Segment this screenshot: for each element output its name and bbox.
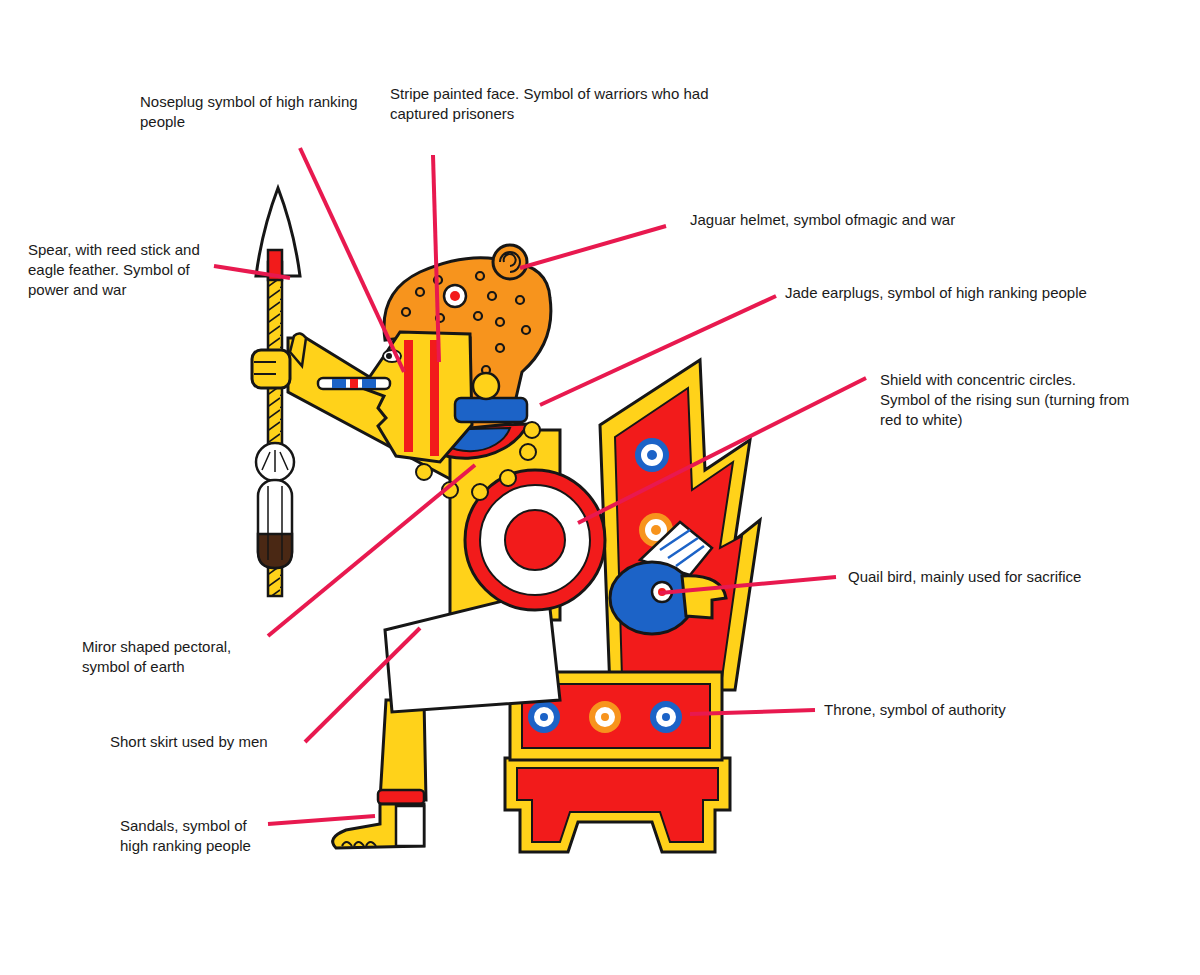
shield-ring (480, 485, 590, 595)
label-slot: Shield with concentric circles. Symbol o… (880, 370, 1130, 430)
spear-ball-lines (262, 450, 288, 472)
throne-disc (540, 713, 548, 721)
callout-label: Throne, symbol of authority (824, 700, 1124, 720)
leader-line (268, 816, 375, 824)
throne-disc (592, 704, 618, 730)
callout-label: Jaguar helmet, symbol ofmagic and war (690, 210, 1010, 230)
label-slot: Noseplug symbol of high ranking people (140, 92, 380, 132)
quail-beak (682, 576, 726, 618)
leader-line (660, 577, 836, 593)
callout-label: Jade earplugs, symbol of high ranking pe… (785, 283, 1165, 303)
quail-head (610, 562, 694, 634)
eagle-feather-lines (268, 486, 282, 560)
eagle-feather (258, 480, 292, 568)
jade-earplug (473, 373, 499, 399)
face (362, 332, 472, 462)
bead (524, 422, 540, 438)
leader-line (305, 628, 420, 742)
label-slot: Short skirt used by men (110, 732, 300, 752)
leader-line (520, 226, 666, 268)
callout-label: Spear, with reed stick and eagle feather… (28, 240, 200, 300)
bead (472, 484, 488, 500)
jaguar-eye (450, 291, 460, 301)
throne-base (505, 758, 730, 852)
throne-disc (647, 450, 657, 460)
leader-line (690, 710, 815, 714)
foot (333, 804, 424, 848)
shield-ring (465, 470, 605, 610)
label-slot: Throne, symbol of authority (824, 700, 1124, 720)
noseplug-band (332, 379, 346, 388)
throne-disc (601, 713, 609, 721)
jaguar-eye (444, 285, 466, 307)
sandal (396, 806, 424, 846)
collar (455, 398, 527, 422)
throne-disc (638, 441, 666, 469)
shield-center (505, 510, 565, 570)
toes (342, 842, 376, 846)
face-stripe (404, 340, 413, 452)
leader-line (300, 148, 404, 372)
label-slot: Stripe painted face. Symbol of warriors … (390, 84, 720, 124)
fist (252, 350, 290, 388)
throne-back (600, 360, 760, 690)
throne-disc (653, 704, 679, 730)
leader-lines (214, 148, 866, 824)
jaguar-ear (493, 245, 527, 279)
callout-label: Shield with concentric circles. Symbol o… (880, 370, 1130, 430)
bead (500, 470, 516, 486)
callout-label: Short skirt used by men (110, 732, 300, 752)
label-slot: Jaguar helmet, symbol ofmagic and war (690, 210, 1010, 230)
callout-label: Quail bird, mainly used for sacrifice (848, 567, 1168, 587)
fist-lines (254, 362, 276, 374)
noseplug-band (350, 379, 358, 388)
bead (520, 444, 536, 460)
quail-feather-lines (660, 530, 704, 566)
throne-back-panel (615, 388, 742, 678)
label-slot: Sandals, symbol of high ranking people (120, 816, 270, 856)
leg (380, 700, 426, 800)
callout-label: Stripe painted face. Symbol of warriors … (390, 84, 720, 124)
leader-line (433, 155, 439, 362)
eagle-feather-tip (258, 534, 292, 568)
leader-line (214, 266, 290, 278)
throne-disc (531, 704, 557, 730)
leader-line (578, 378, 866, 523)
jaguar-ear-spiral (500, 252, 520, 272)
label-slot: Jade earplugs, symbol of high ranking pe… (785, 283, 1165, 303)
throne-base-panel (517, 768, 718, 842)
throne-disc (662, 713, 670, 721)
spear-ball (256, 443, 294, 481)
label-slot: Quail bird, mainly used for sacrifice (848, 567, 1168, 587)
throne-disc (651, 525, 661, 535)
label-slot: Spear, with reed stick and eagle feather… (28, 240, 200, 300)
leader-line (540, 296, 776, 405)
callout-label: Noseplug symbol of high ranking people (140, 92, 380, 132)
callout-label: Miror shaped pectoral, symbol of earth (82, 637, 264, 677)
label-slot: Miror shaped pectoral, symbol of earth (82, 637, 264, 677)
eye (386, 353, 392, 359)
leader-line (268, 465, 475, 636)
ankle-band (378, 790, 424, 804)
noseplug (318, 378, 390, 389)
noseplug-band (362, 379, 376, 388)
thumb (290, 333, 306, 366)
callout-label: Sandals, symbol of high ranking people (120, 816, 270, 856)
bead (416, 464, 432, 480)
